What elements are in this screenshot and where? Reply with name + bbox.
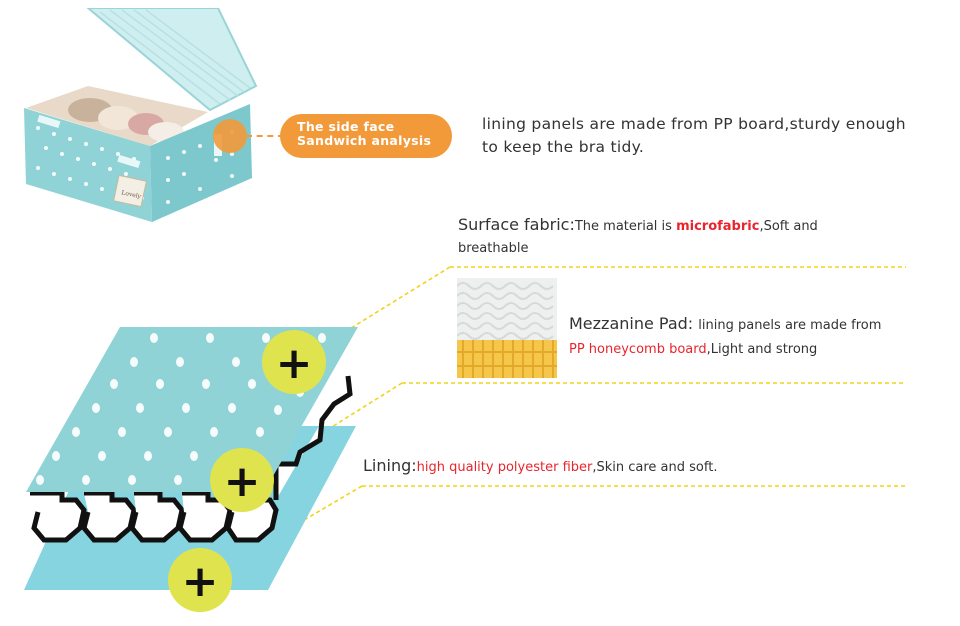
plus-marker-lining: + (168, 548, 232, 612)
brand-badge-text: Lovely (121, 189, 142, 200)
highlight-circle (213, 119, 247, 153)
plus-marker-surface: + (262, 330, 326, 394)
brand-badge (113, 174, 147, 208)
box-lid (86, 8, 258, 112)
tag-line-2: Sandwich analysis (297, 133, 432, 148)
lining-post: ,Skin care and soft. (592, 460, 718, 475)
mezzanine-highlight: PP honeycomb board (569, 342, 707, 357)
section-tag: The side face Sandwich analysis (280, 114, 452, 158)
handle-left (37, 114, 61, 129)
svg-text:+: + (182, 556, 219, 607)
intro-text: lining panels are made from PP board,stu… (482, 113, 942, 159)
surface-pre: The material is (574, 219, 677, 234)
product-photo: Lovely (24, 8, 258, 222)
mezzanine-pre: lining panels are made from (698, 318, 882, 333)
handle-right (117, 154, 141, 169)
intro-line-2: to keep the bra tidy. (482, 138, 645, 156)
svg-text:+: + (224, 456, 261, 507)
mezzanine-desc: Mezzanine Pad: lining panels are made fr… (569, 313, 929, 361)
surface-label: Surface fabric: (458, 215, 575, 234)
tag-line-1: The side face (297, 119, 395, 134)
mezzanine-post: ,Light and strong (706, 342, 818, 357)
fabric-dots (36, 333, 326, 485)
surface-line-2: breathable (458, 241, 529, 256)
mezzanine-label: Mezzanine Pad: (569, 314, 699, 333)
surface-fabric-desc: Surface fabric:The material is microfabr… (458, 214, 878, 260)
intro-line-1: lining panels are made from PP board,stu… (482, 115, 906, 133)
lining-highlight: high quality polyester fiber (416, 460, 593, 475)
lining-label: Lining: (363, 456, 417, 475)
lining-desc: Lining:high quality polyester fiber,Skin… (363, 455, 883, 479)
plus-marker-mezzanine: + (210, 448, 274, 512)
tag-connector (246, 135, 284, 137)
surface-post: ,Soft and (759, 219, 818, 234)
svg-text:+: + (276, 338, 313, 389)
surface-highlight: microfabric (676, 219, 760, 234)
honeycomb-board-swatch (457, 278, 557, 378)
